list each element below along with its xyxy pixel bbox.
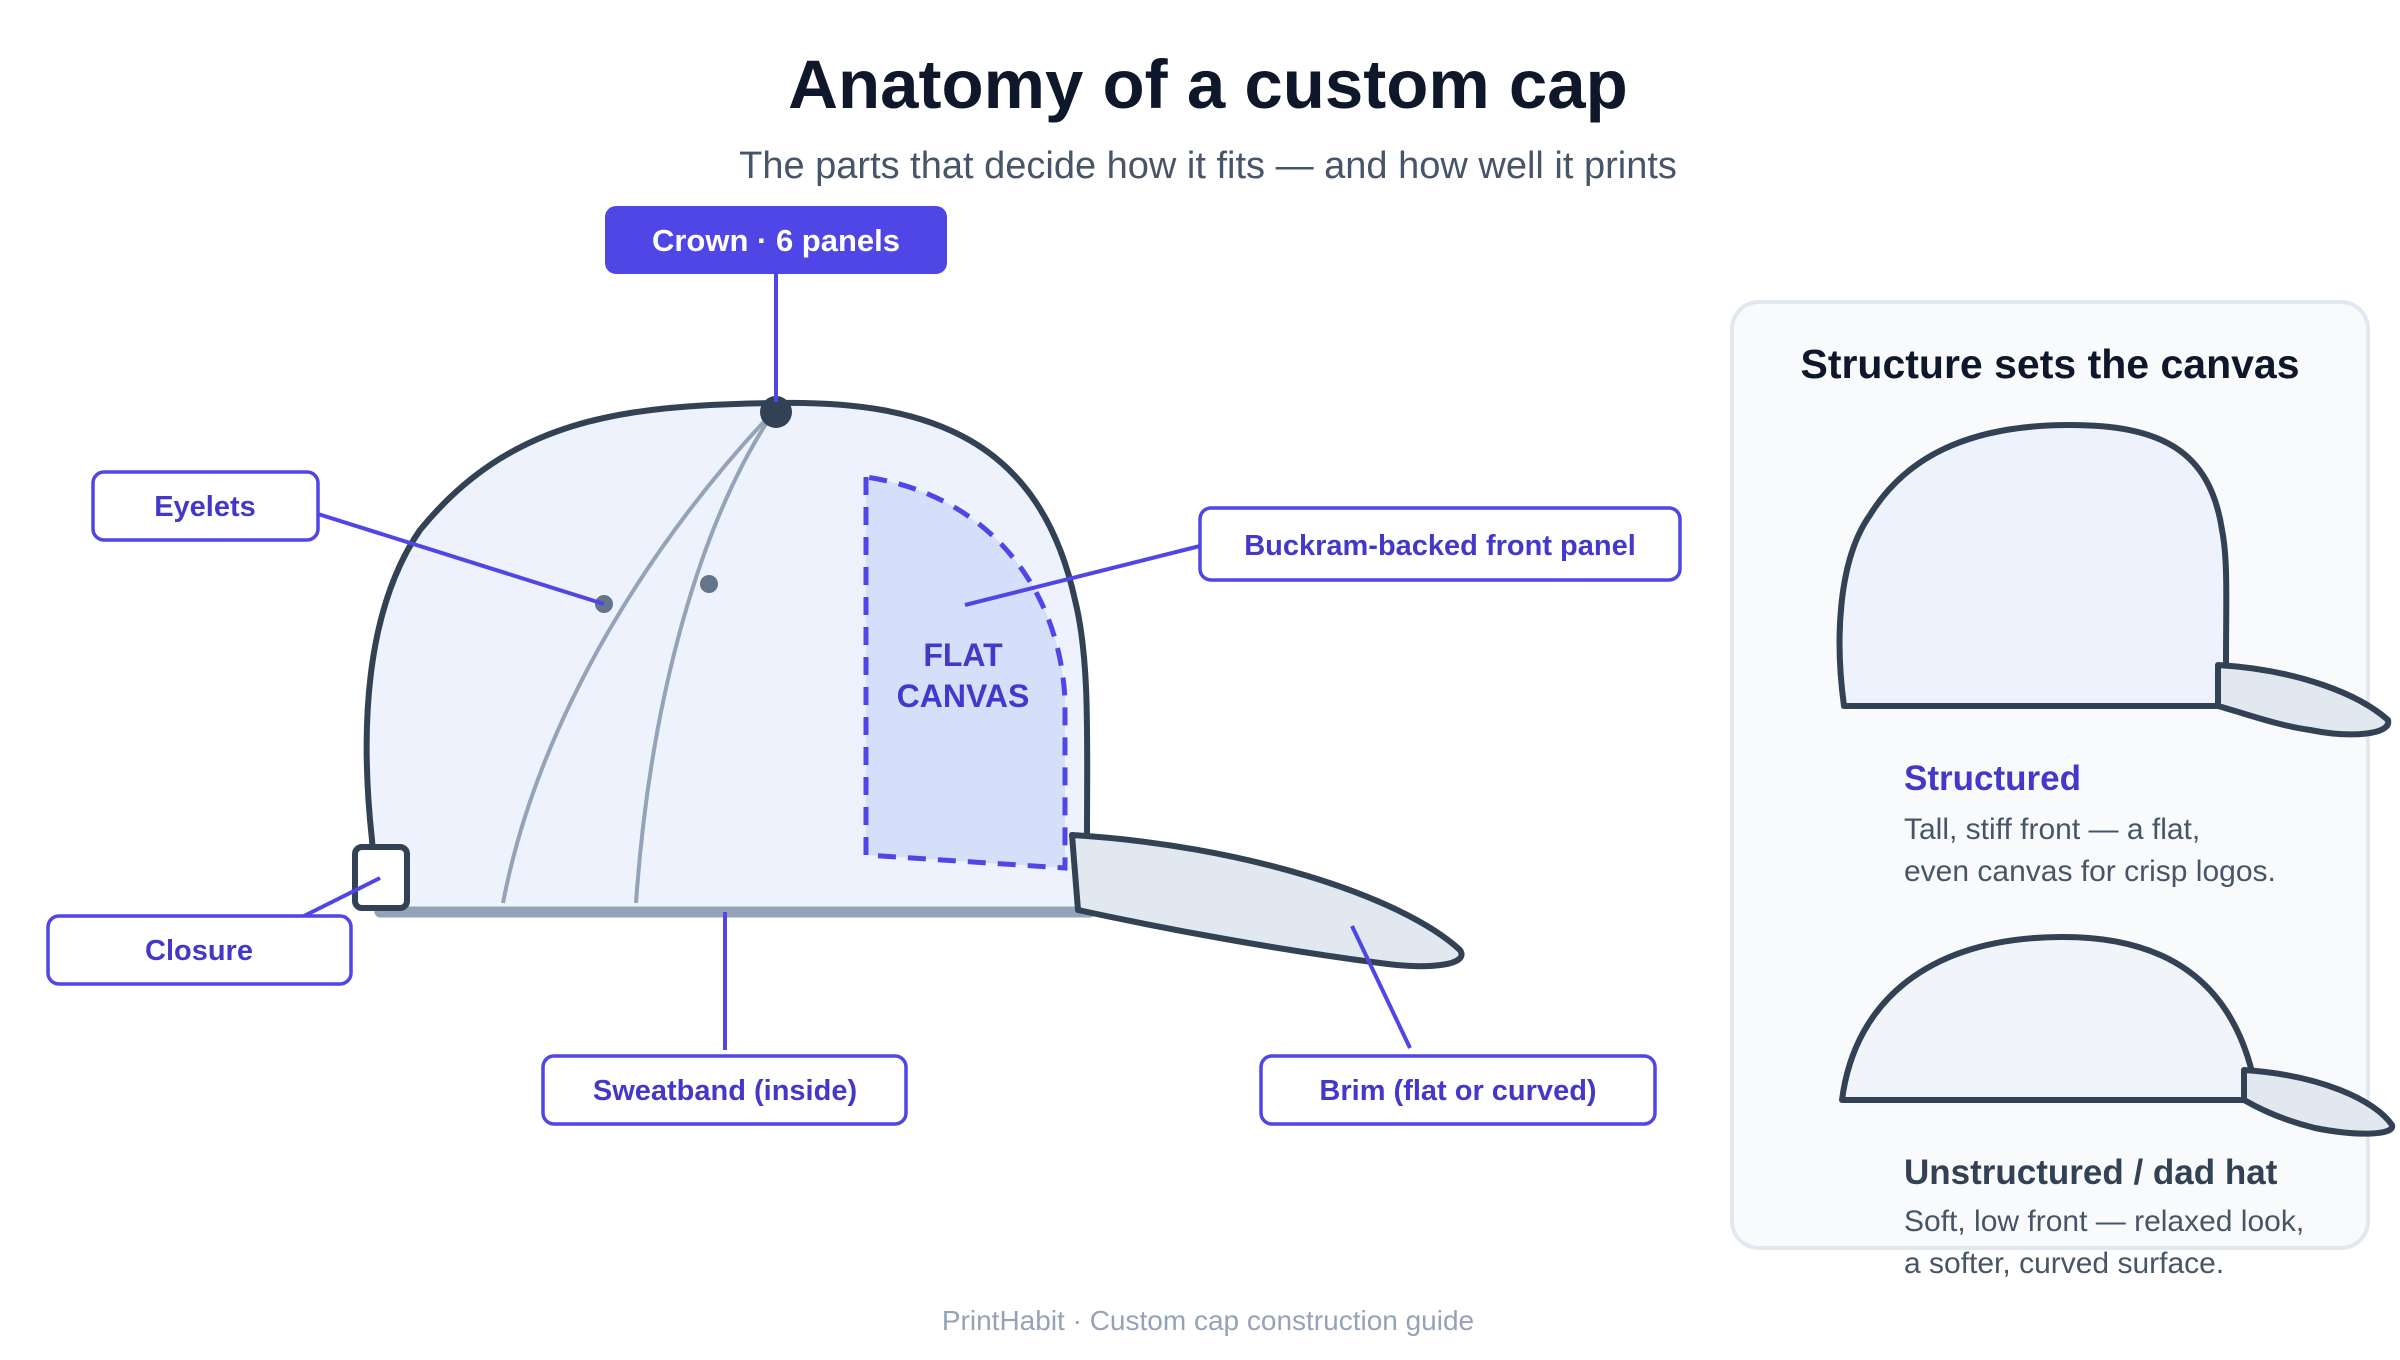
label-brim-text: Brim (flat or curved): [1319, 1075, 1596, 1107]
panel-seam: [501, 408, 777, 904]
label-eyelets: Eyelets: [91, 470, 320, 542]
label-brim: Brim (flat or curved): [1259, 1054, 1657, 1126]
structured-desc-line2: even canvas for crisp logos.: [1904, 855, 2276, 888]
label-crown: Crown · 6 panels: [605, 206, 947, 274]
unstructured-desc-line2: a softer, curved surface.: [1904, 1247, 2224, 1280]
page-title: Anatomy of a custom cap: [788, 46, 1628, 123]
label-closure: Closure: [46, 914, 353, 986]
footer-credit: PrintHabit · Custom cap construction gui…: [942, 1305, 1474, 1336]
leader-closure: [303, 876, 381, 918]
leader-eyelets: [317, 512, 605, 606]
page-subtitle: The parts that decide how it fits — and …: [739, 145, 1677, 187]
main-cap-illustration: FLAT CANVAS: [352, 396, 1465, 970]
structured-title: Structured: [1904, 759, 2081, 798]
label-sweatband: Sweatband (inside): [541, 1054, 908, 1126]
structured-cap-illustration: [1836, 422, 2392, 738]
cap-brim: [1069, 832, 1465, 970]
label-eyelets-text: Eyelets: [154, 491, 256, 523]
label-sweatband-text: Sweatband (inside): [593, 1075, 857, 1107]
panel-seam: [634, 408, 777, 904]
unstructured-title: Unstructured / dad hat: [1904, 1153, 2278, 1192]
top-button: [760, 396, 792, 428]
leader-front-panel: [964, 544, 1201, 607]
canvas-label-line1: FLAT: [923, 637, 1003, 673]
closure-strap: [352, 844, 410, 911]
structure-panel: Structure sets the canvas Structured Tal…: [1730, 300, 2395, 1280]
unstructured-desc-line1: Soft, low front — relaxed look,: [1904, 1205, 2304, 1238]
leader-brim: [1350, 925, 1412, 1049]
label-front-panel: Buckram-backed front panel: [1198, 506, 1682, 582]
structured-desc-line1: Tall, stiff front — a flat,: [1904, 813, 2200, 846]
flat-canvas-area: [863, 474, 1068, 871]
label-crown-text: Crown · 6 panels: [652, 223, 900, 258]
canvas-label-line2: CANVAS: [897, 678, 1030, 714]
unstructured-cap-illustration: [1839, 933, 2395, 1137]
structure-panel-title: Structure sets the canvas: [1800, 341, 2299, 387]
label-front-panel-text: Buckram-backed front panel: [1244, 530, 1636, 562]
label-closure-text: Closure: [145, 935, 253, 967]
eyelet: [700, 575, 718, 593]
